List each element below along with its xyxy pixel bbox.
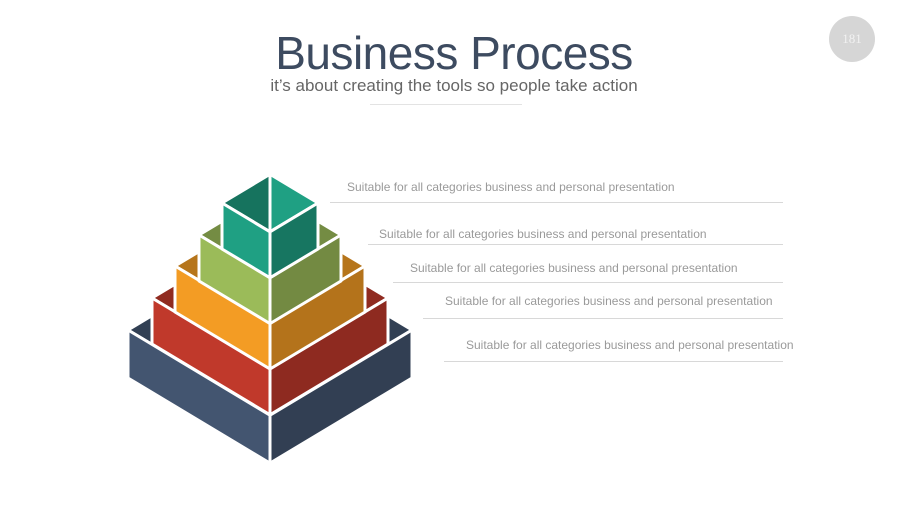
page-number-badge: 181 bbox=[829, 16, 875, 62]
step-2-line bbox=[368, 244, 783, 245]
step-1-text: Suitable for all categories business and… bbox=[347, 180, 675, 194]
page-subtitle: it’s about creating the tools so people … bbox=[270, 76, 638, 95]
step-3-line bbox=[393, 282, 783, 283]
step-4-line bbox=[423, 318, 783, 319]
title-divider bbox=[370, 104, 522, 105]
step-3-text: Suitable for all categories business and… bbox=[410, 261, 738, 275]
step-2-text: Suitable for all categories business and… bbox=[379, 227, 707, 241]
step-1-line bbox=[330, 202, 783, 203]
tier-1-right-face bbox=[268, 201, 320, 280]
step-5-text: Suitable for all categories business and… bbox=[466, 338, 794, 352]
page-title: Business Process bbox=[275, 27, 633, 79]
step-5-line bbox=[444, 361, 783, 362]
step-4-text: Suitable for all categories business and… bbox=[445, 294, 773, 308]
